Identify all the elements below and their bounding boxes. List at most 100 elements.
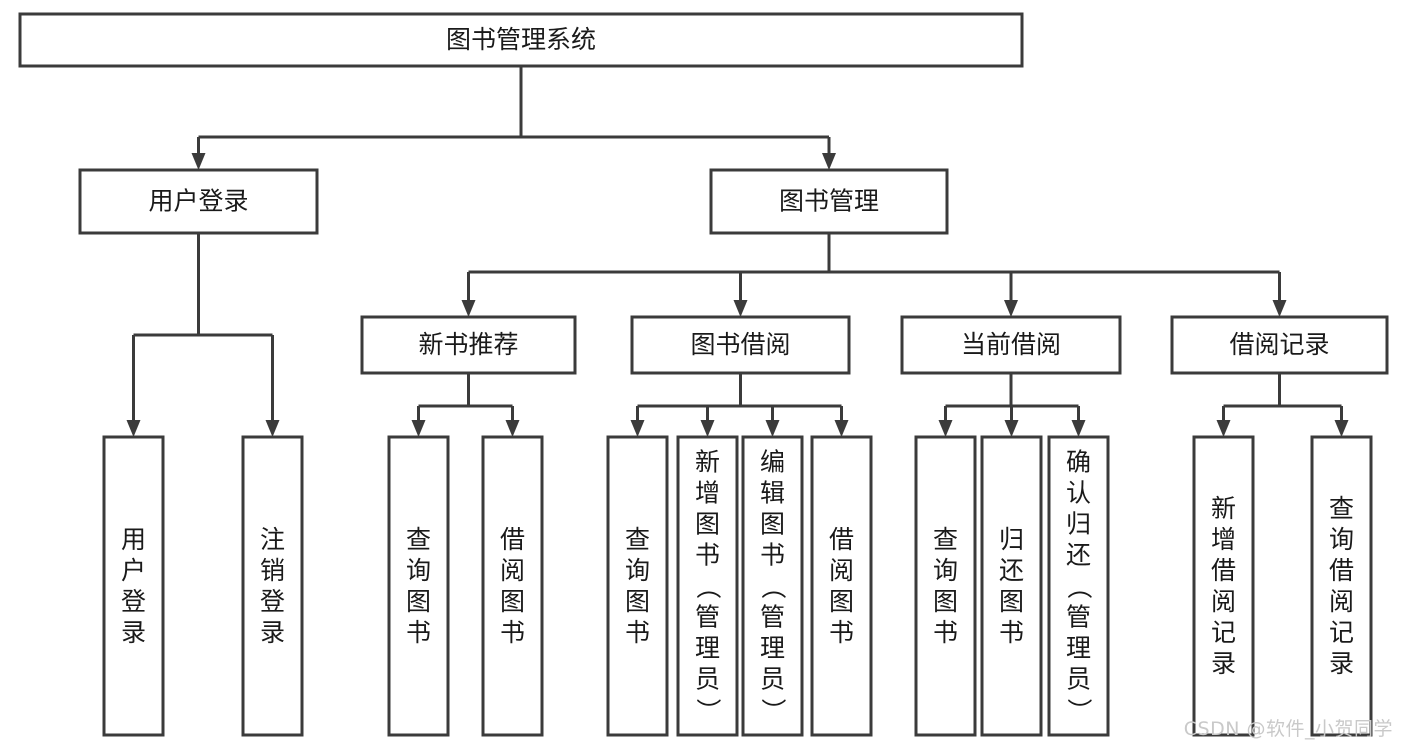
edges-layer [126,66,1349,437]
arrowhead-icon [265,420,280,437]
node-label-char: 辑 [760,479,785,508]
node-label-char: 查 [406,525,431,554]
node-label-char: 登 [260,587,285,616]
node-box [241,435,304,737]
node-label-char: 询 [1329,525,1354,554]
arrowhead-icon [700,420,715,437]
node-n-new-rec[interactable]: 新书推荐 [360,315,577,375]
node-label-char: 图 [406,587,431,616]
node-box [481,435,544,737]
arrowhead-icon [1216,420,1231,437]
node-box [709,168,949,235]
arrowhead-icon [765,420,780,437]
node-label-char: 图 [695,510,720,539]
node-label-char: 归 [1066,510,1091,539]
node-label-char: ） [1065,698,1094,723]
node-label: 图书借阅 [690,330,790,359]
arrowhead-icon [126,420,141,437]
node-box [360,315,577,375]
node-label-char: 理 [1066,634,1091,663]
node-label-char: ） [759,698,788,723]
node-label-char: 图 [829,587,854,616]
node-label-char: 记 [1211,618,1236,647]
node-label-char: 图 [933,587,958,616]
node-label-char: 增 [695,479,720,508]
arrowhead-icon [1272,300,1287,317]
node-label-char: 阅 [1329,587,1354,616]
node-label-char: （ [694,574,723,599]
node-n-user-login[interactable]: 用户登录 [78,168,319,235]
node-label-char: 借 [1329,556,1354,585]
node-box [676,435,739,737]
node-label-char: 认 [1066,479,1091,508]
node-label-char: 增 [1211,525,1236,554]
arrowhead-icon [938,420,953,437]
node-label-char: 阅 [829,556,854,585]
node-label-char: ） [694,698,723,723]
arrowhead-icon [505,420,520,437]
node-l-user-login[interactable]: 用户登录 [102,435,165,737]
node-label-char: 录 [121,618,146,647]
node-n-record[interactable]: 借阅记录 [1170,315,1389,375]
arrowhead-icon [411,420,426,437]
node-label-char: 户 [121,556,146,585]
node-label: 当前借阅 [961,330,1061,359]
node-label-char: 书 [500,618,525,647]
arrowhead-icon [630,420,645,437]
node-label: 新书推荐 [418,330,518,359]
node-label-char: 借 [1211,556,1236,585]
node-label-char: 录 [1329,649,1354,678]
node-label-char: 图 [500,587,525,616]
node-n-borrow[interactable]: 图书借阅 [630,315,851,375]
node-label-char: 借 [500,525,525,554]
node-box [741,435,804,737]
node-n-book-mgmt[interactable]: 图书管理 [709,168,949,235]
node-label-char: 书 [999,618,1024,647]
arrowhead-icon [1334,420,1349,437]
node-label-char: 询 [625,556,650,585]
arrowhead-icon [1004,300,1018,317]
node-label: 借阅记录 [1229,330,1329,359]
node-root[interactable]: 图书管理系统 [18,12,1024,68]
node-box [102,435,165,737]
node-box [1047,435,1110,737]
node-label-char: 用 [121,525,146,554]
node-label-char: （ [1065,574,1094,599]
arrowhead-icon [822,153,836,170]
node-label-char: （ [759,574,788,599]
node-box [914,435,977,737]
arrowhead-icon [733,300,748,317]
node-box [980,435,1043,737]
node-label: 用户登录 [148,187,248,216]
node-label-char: 书 [695,541,720,570]
node-label-char: 理 [695,634,720,663]
node-label-char: 员 [1066,665,1091,694]
arrowhead-icon [1071,420,1086,437]
node-label-char: 图 [625,587,650,616]
node-label-char: 新 [695,448,720,477]
node-label-char: 理 [760,634,785,663]
arrowhead-icon [461,300,476,317]
node-n-current[interactable]: 当前借阅 [900,315,1122,375]
arrowhead-icon [1004,420,1019,437]
node-label-char: 书 [625,618,650,647]
nodes-layer: 图书管理系统用户登录图书管理新书推荐图书借阅当前借阅借阅记录用户登录注销登录查询… [18,12,1389,737]
node-label-char: 借 [829,525,854,554]
node-label-char: 管 [1066,603,1091,632]
node-label-char: 记 [1329,618,1354,647]
node-label-char: 管 [695,603,720,632]
